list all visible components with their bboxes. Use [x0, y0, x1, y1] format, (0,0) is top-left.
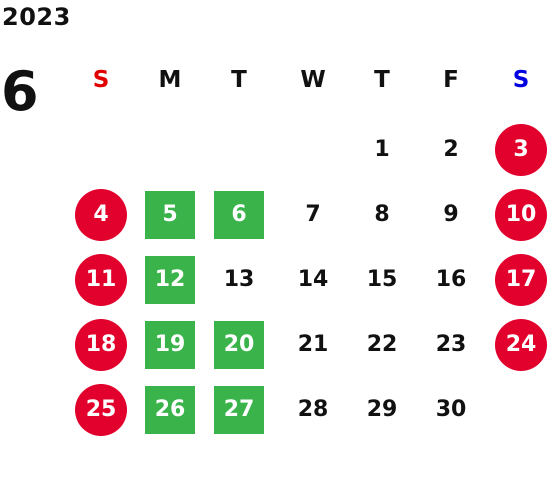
day-cell[interactable]: 6 — [211, 189, 267, 241]
day-cell[interactable]: 11 — [73, 254, 129, 306]
day-16: 16 — [435, 267, 467, 292]
day-cell[interactable]: 7 — [285, 189, 341, 241]
day-cell[interactable]: 9 — [423, 189, 479, 241]
highlighted-day-12: 12 — [145, 256, 195, 304]
day-13: 13 — [223, 267, 255, 292]
day-cell[interactable]: 10 — [493, 189, 548, 241]
weekday-sun: S — [92, 67, 110, 93]
year-label: 2023 — [2, 3, 71, 31]
day-cell[interactable]: 18 — [73, 319, 129, 371]
day-21: 21 — [297, 332, 329, 357]
day-1: 1 — [374, 137, 390, 162]
day-cell[interactable]: 24 — [493, 319, 548, 371]
day-29: 29 — [366, 397, 398, 422]
day-cell[interactable]: 17 — [493, 254, 548, 306]
day-23: 23 — [435, 332, 467, 357]
day-cell[interactable]: 26 — [142, 384, 198, 436]
highlighted-day-19: 19 — [145, 321, 195, 369]
day-14: 14 — [297, 267, 329, 292]
day-cell[interactable]: 29 — [354, 384, 410, 436]
highlighted-day-20: 20 — [214, 321, 264, 369]
weekday-mon: M — [158, 67, 182, 93]
day-cell[interactable]: 4 — [73, 189, 129, 241]
day-cell[interactable]: 13 — [211, 254, 267, 306]
holiday-day-4: 4 — [75, 189, 127, 241]
day-cell[interactable]: 14 — [285, 254, 341, 306]
day-cell[interactable]: 16 — [423, 254, 479, 306]
holiday-day-18: 18 — [75, 319, 127, 371]
day-cell[interactable]: 19 — [142, 319, 198, 371]
day-cell[interactable]: 2 — [423, 124, 479, 176]
weekday-fri: F — [443, 67, 459, 93]
holiday-day-10: 10 — [495, 189, 547, 241]
holiday-day-17: 17 — [495, 254, 547, 306]
day-cell[interactable]: 30 — [423, 384, 479, 436]
holiday-day-24: 24 — [495, 319, 547, 371]
day-cell[interactable]: 28 — [285, 384, 341, 436]
highlighted-day-26: 26 — [145, 386, 195, 434]
holiday-day-3: 3 — [495, 124, 547, 176]
day-cell[interactable]: 1 — [354, 124, 410, 176]
weekday-thu: T — [374, 67, 390, 93]
day-cell[interactable]: 22 — [354, 319, 410, 371]
day-cell[interactable]: 20 — [211, 319, 267, 371]
day-cell[interactable]: 15 — [354, 254, 410, 306]
weekday-sat: S — [512, 67, 530, 93]
day-cell[interactable]: 12 — [142, 254, 198, 306]
holiday-day-25: 25 — [75, 384, 127, 436]
highlighted-day-6: 6 — [214, 191, 264, 239]
day-cell[interactable]: 8 — [354, 189, 410, 241]
day-cell[interactable]: 23 — [423, 319, 479, 371]
day-7: 7 — [305, 202, 321, 227]
holiday-day-11: 11 — [75, 254, 127, 306]
day-30: 30 — [435, 397, 467, 422]
highlighted-day-27: 27 — [214, 386, 264, 434]
day-cell[interactable]: 3 — [493, 124, 548, 176]
highlighted-day-5: 5 — [145, 191, 195, 239]
day-15: 15 — [366, 267, 398, 292]
day-cell[interactable]: 5 — [142, 189, 198, 241]
day-cell[interactable]: 27 — [211, 384, 267, 436]
day-8: 8 — [374, 202, 390, 227]
month-number: 6 — [1, 60, 39, 123]
day-cell[interactable]: 25 — [73, 384, 129, 436]
weekday-wed: W — [300, 67, 326, 93]
day-9: 9 — [443, 202, 459, 227]
day-cell[interactable]: 21 — [285, 319, 341, 371]
day-2: 2 — [443, 137, 459, 162]
day-28: 28 — [297, 397, 329, 422]
weekday-tue: T — [231, 67, 247, 93]
day-22: 22 — [366, 332, 398, 357]
